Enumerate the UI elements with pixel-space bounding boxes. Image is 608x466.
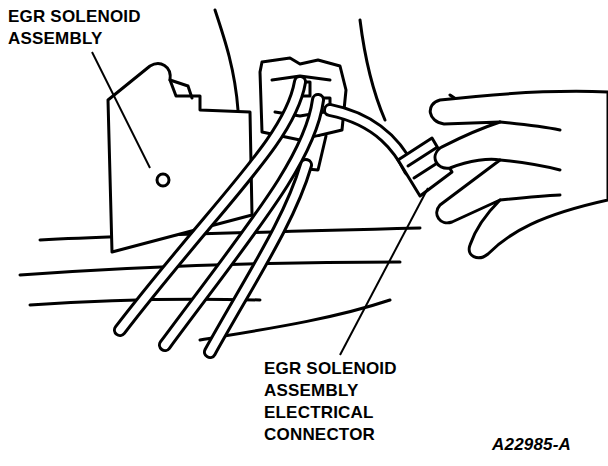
technician-hand <box>430 91 608 257</box>
engine-contour <box>40 228 420 240</box>
bracket-tab <box>170 80 192 98</box>
leader-line <box>340 188 428 355</box>
figure-number: A22985-A <box>490 434 604 456</box>
engine-contour <box>20 262 400 275</box>
bracket <box>108 64 252 252</box>
engine-contour <box>360 20 385 120</box>
part-label: EGR SOLENOID ASSEMBLY <box>6 6 170 50</box>
hand-creases <box>500 122 560 200</box>
solenoid-body <box>260 58 346 140</box>
vacuum-hose <box>120 82 410 352</box>
leader-line <box>92 52 150 168</box>
bolt-hole <box>157 174 169 186</box>
engine-contour <box>215 10 238 110</box>
part-label: EGR SOLENOID ASSEMBLY ELECTRICAL CONNECT… <box>262 358 426 446</box>
